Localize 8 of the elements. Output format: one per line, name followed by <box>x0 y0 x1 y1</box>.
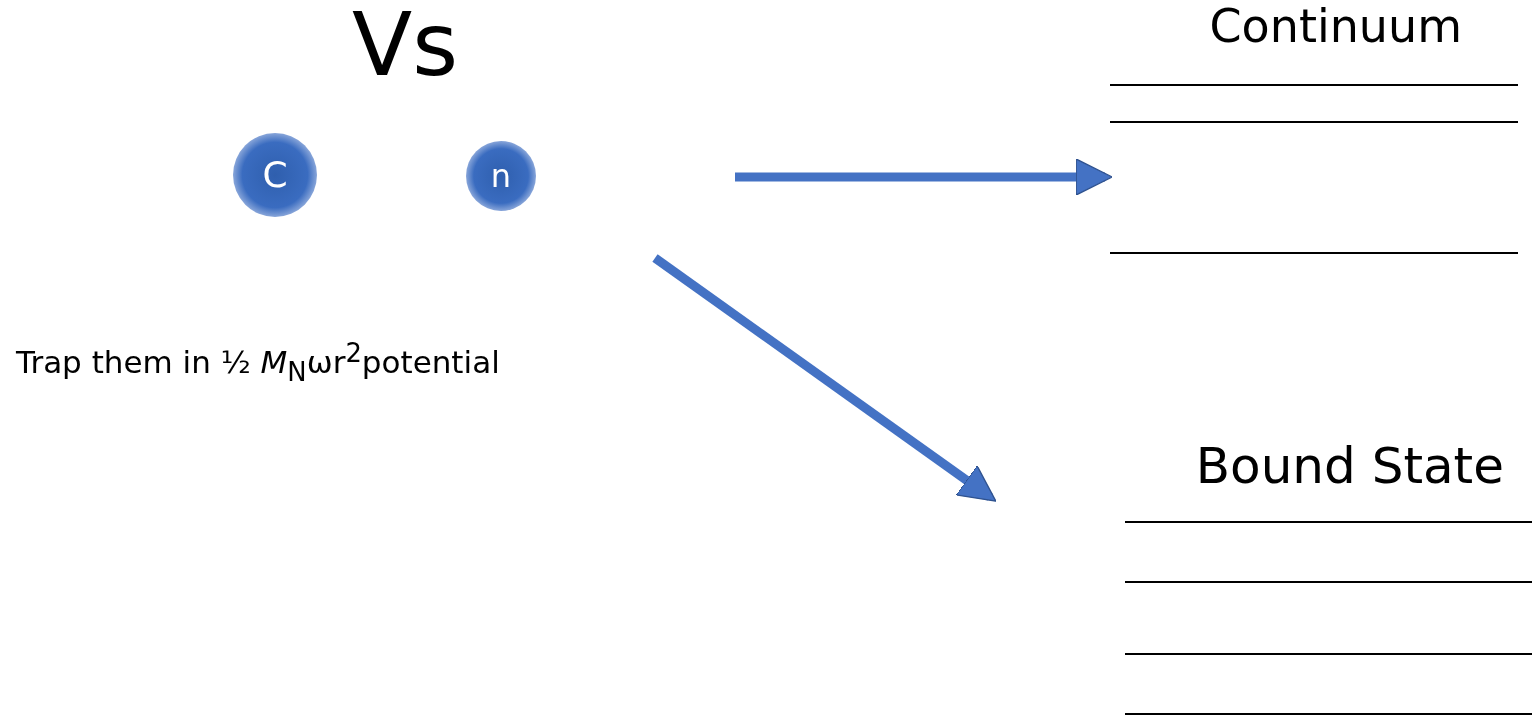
region-heading: Bound State <box>1195 438 1504 496</box>
particle-label: n <box>490 160 512 192</box>
title: Vs <box>350 0 459 98</box>
note-text: Trap them in ½ M$_{N}$ωr$^{2}$potential <box>16 338 500 387</box>
region-heading: Continuum <box>1209 0 1462 53</box>
particle-label: C <box>262 157 288 193</box>
arrow <box>735 158 1113 196</box>
arrow <box>652 254 997 502</box>
